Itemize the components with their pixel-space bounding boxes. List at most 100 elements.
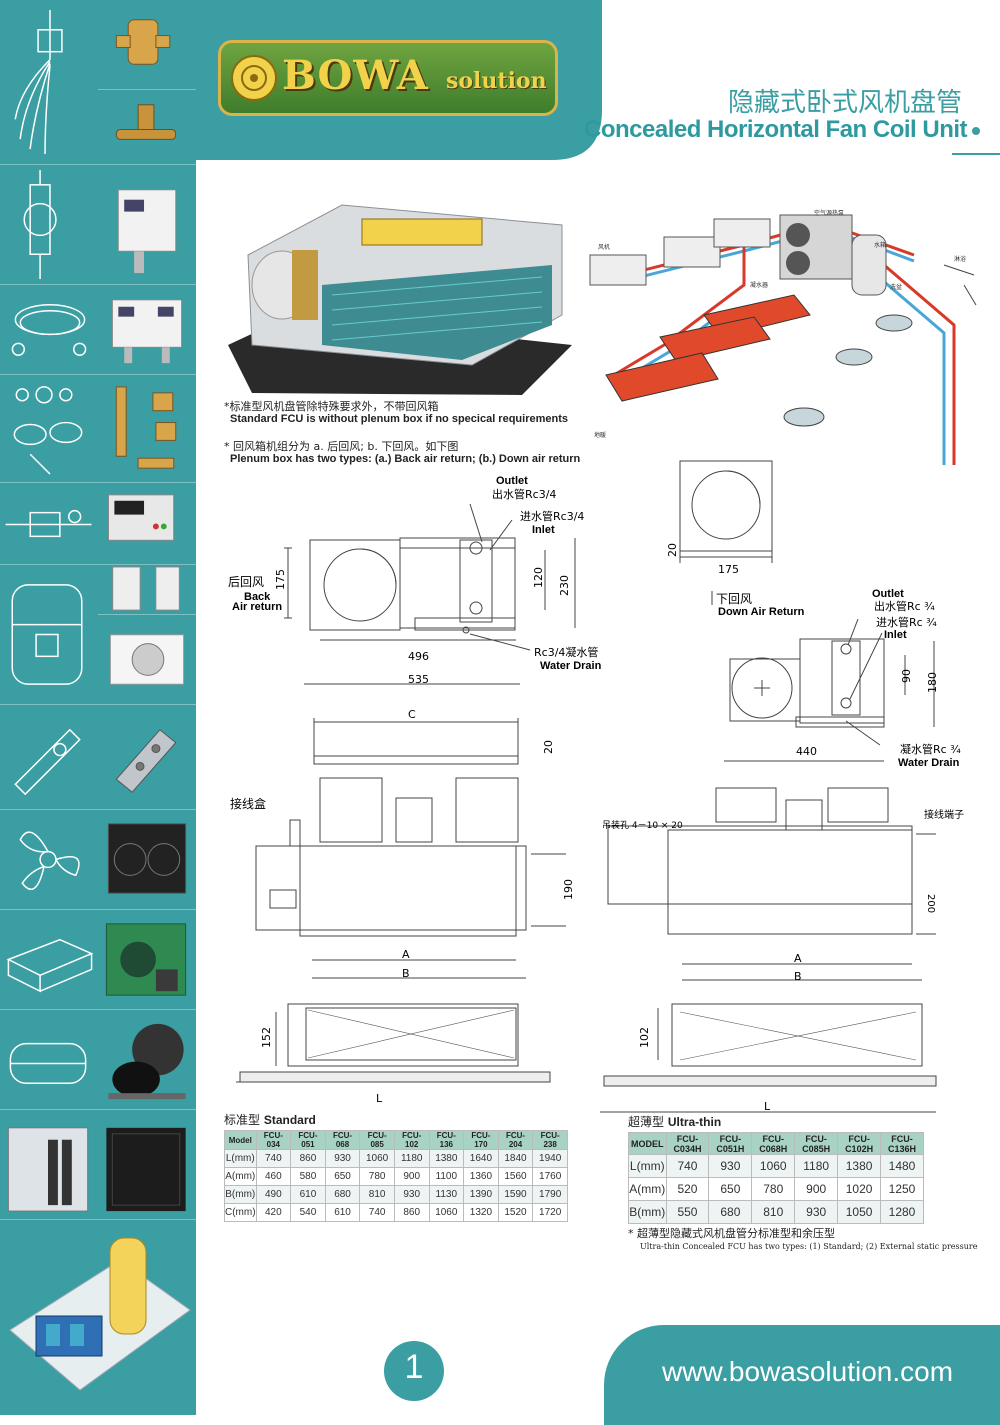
ultra-table-caption: 超薄型 Ultra-thin (628, 1116, 721, 1129)
ultra-note-en: Ultra-thin Concealed FCU has two types: … (640, 1242, 978, 1251)
compressor-unit-icon (98, 1010, 196, 1110)
standard-cell: 1390 (463, 1185, 499, 1204)
back-side-cn: 后回风 (228, 575, 264, 589)
standard-header-cell: FCU-051 (290, 1130, 326, 1150)
ultra-row-label: A(mm) (628, 1177, 667, 1201)
ultra-cell: 1280 (880, 1200, 924, 1224)
standard-cell: 1940 (532, 1149, 568, 1168)
standard-cell: 1180 (393, 1149, 430, 1168)
down-return-en: Down Air Return (718, 606, 805, 618)
standard-caption-en: Standard (263, 1113, 316, 1127)
back-side-en2: Air return (232, 601, 282, 613)
ultra-cell: 1380 (837, 1154, 882, 1178)
standard-cell: 490 (255, 1185, 292, 1204)
label-water-tank: 水箱 (874, 241, 886, 249)
door-hinge-icon (98, 705, 196, 810)
dual-pressure-switch-icon (98, 285, 196, 375)
standard-cell: 1590 (497, 1185, 534, 1204)
down-drain-en: Water Drain (898, 757, 960, 769)
ultra-dim-200: 200 (925, 894, 936, 913)
ultra-cell: 1180 (794, 1154, 839, 1178)
down-inlet-en: Inlet (884, 629, 907, 641)
door-latch-icon (0, 705, 98, 810)
ultra-terminal: 接线端子 (924, 808, 964, 821)
standard-row-label: A(mm) (224, 1167, 257, 1186)
compressor-sketch-icon (0, 1010, 98, 1110)
back-outlet-cn: 出水管Rc3/4 (492, 487, 556, 501)
page-title-en: Concealed Horizontal Fan Coil Unit (584, 116, 968, 143)
website-link[interactable]: www.bowasolution.com (662, 1356, 954, 1387)
standard-caption-cn: 标准型 (224, 1113, 261, 1127)
std-dim-190: 190 (562, 879, 575, 900)
condensing-unit-icon (98, 910, 196, 1010)
standard-cell: 540 (290, 1203, 326, 1222)
back-inlet-cn: 进水管Rc3/4 (520, 509, 584, 523)
standard-cell: 860 (393, 1203, 430, 1222)
valve-assembly-icon (0, 165, 98, 285)
standard-header-cell: FCU-238 (532, 1130, 568, 1150)
ultra-header-cell: FCU-C034H (665, 1132, 710, 1155)
label-condenser: 凝水器 (750, 281, 768, 289)
ultra-row-label: B(mm) (628, 1200, 667, 1224)
chiller-icon (98, 1110, 196, 1220)
standard-cell: 740 (359, 1203, 395, 1222)
expansion-valve-icon (98, 0, 196, 90)
down-dim-90: 90 (900, 669, 913, 683)
ultra-cell: 1250 (880, 1177, 924, 1201)
back-dim-175: 175 (274, 569, 287, 590)
label-basin: 洗盆 (890, 283, 902, 291)
page-number-badge (384, 1341, 444, 1401)
ultra-dim-102: 102 (638, 1027, 651, 1048)
standard-cell: 1840 (497, 1149, 534, 1168)
ultra-cell: 1050 (837, 1200, 882, 1224)
standard-header-cell: FCU-136 (428, 1130, 465, 1150)
heating-system-diagram: 空气源热泵 水箱 风机 凝水器 地暖 淋浴 洗盆 (589, 209, 977, 465)
standard-header-cell: Model (224, 1130, 257, 1150)
std-dim-l: L (376, 1092, 383, 1104)
standard-cell: 610 (290, 1185, 326, 1204)
down-outlet-en: Outlet (872, 588, 904, 600)
down-return-cn: 下回风 (716, 592, 752, 606)
flare-nut-icon (98, 375, 196, 483)
page-number: 1 (404, 1348, 424, 1386)
standard-cell: 930 (324, 1149, 361, 1168)
relay-icon (98, 565, 196, 615)
standard-row-label: B(mm) (224, 1185, 257, 1204)
down-dim-175: 175 (718, 563, 739, 576)
standard-cell: 930 (393, 1185, 430, 1204)
ultra-caption-en: Ultra-thin (667, 1115, 722, 1129)
std-dim-152: 152 (260, 1027, 273, 1048)
back-dim-120: 120 (532, 567, 545, 588)
standard-cell: 580 (290, 1167, 326, 1186)
ultra-row-label: L(mm) (628, 1154, 667, 1178)
ultra-header-cell: FCU-C102H (837, 1132, 882, 1155)
ultra-dim-l: L (764, 1100, 771, 1113)
standard-cell: 860 (290, 1149, 326, 1168)
solenoid-icon (98, 90, 196, 165)
ultra-dim-b: B (794, 970, 802, 983)
down-dim-440: 440 (796, 745, 817, 758)
ultra-header-cell: FCU-C051H (708, 1132, 753, 1155)
standard-cell: 610 (324, 1203, 361, 1222)
evaporator-icon (98, 615, 196, 705)
ultra-hang-holes: 吊装孔 4－10 × 20 (602, 819, 683, 831)
standard-cell: 1380 (428, 1149, 465, 1168)
standard-dimension-drawing: C 20 接线盒 190 A B 152 L (230, 708, 575, 1104)
standard-cell: 1790 (532, 1185, 568, 1204)
standard-cell: 460 (255, 1167, 292, 1186)
back-drain-en: Water Drain (540, 660, 602, 672)
standard-cell: 680 (324, 1185, 361, 1204)
product-sidebar (0, 0, 196, 1415)
standard-header-cell: FCU-204 (497, 1130, 534, 1150)
std-dim-c: C (408, 708, 416, 721)
logo-sub-text: solution (446, 68, 547, 94)
standard-cell: 1760 (532, 1167, 568, 1186)
solenoid-valve-icon (0, 0, 98, 165)
cold-room-unit-icon (0, 1110, 98, 1220)
back-inlet-en: Inlet (532, 524, 555, 536)
